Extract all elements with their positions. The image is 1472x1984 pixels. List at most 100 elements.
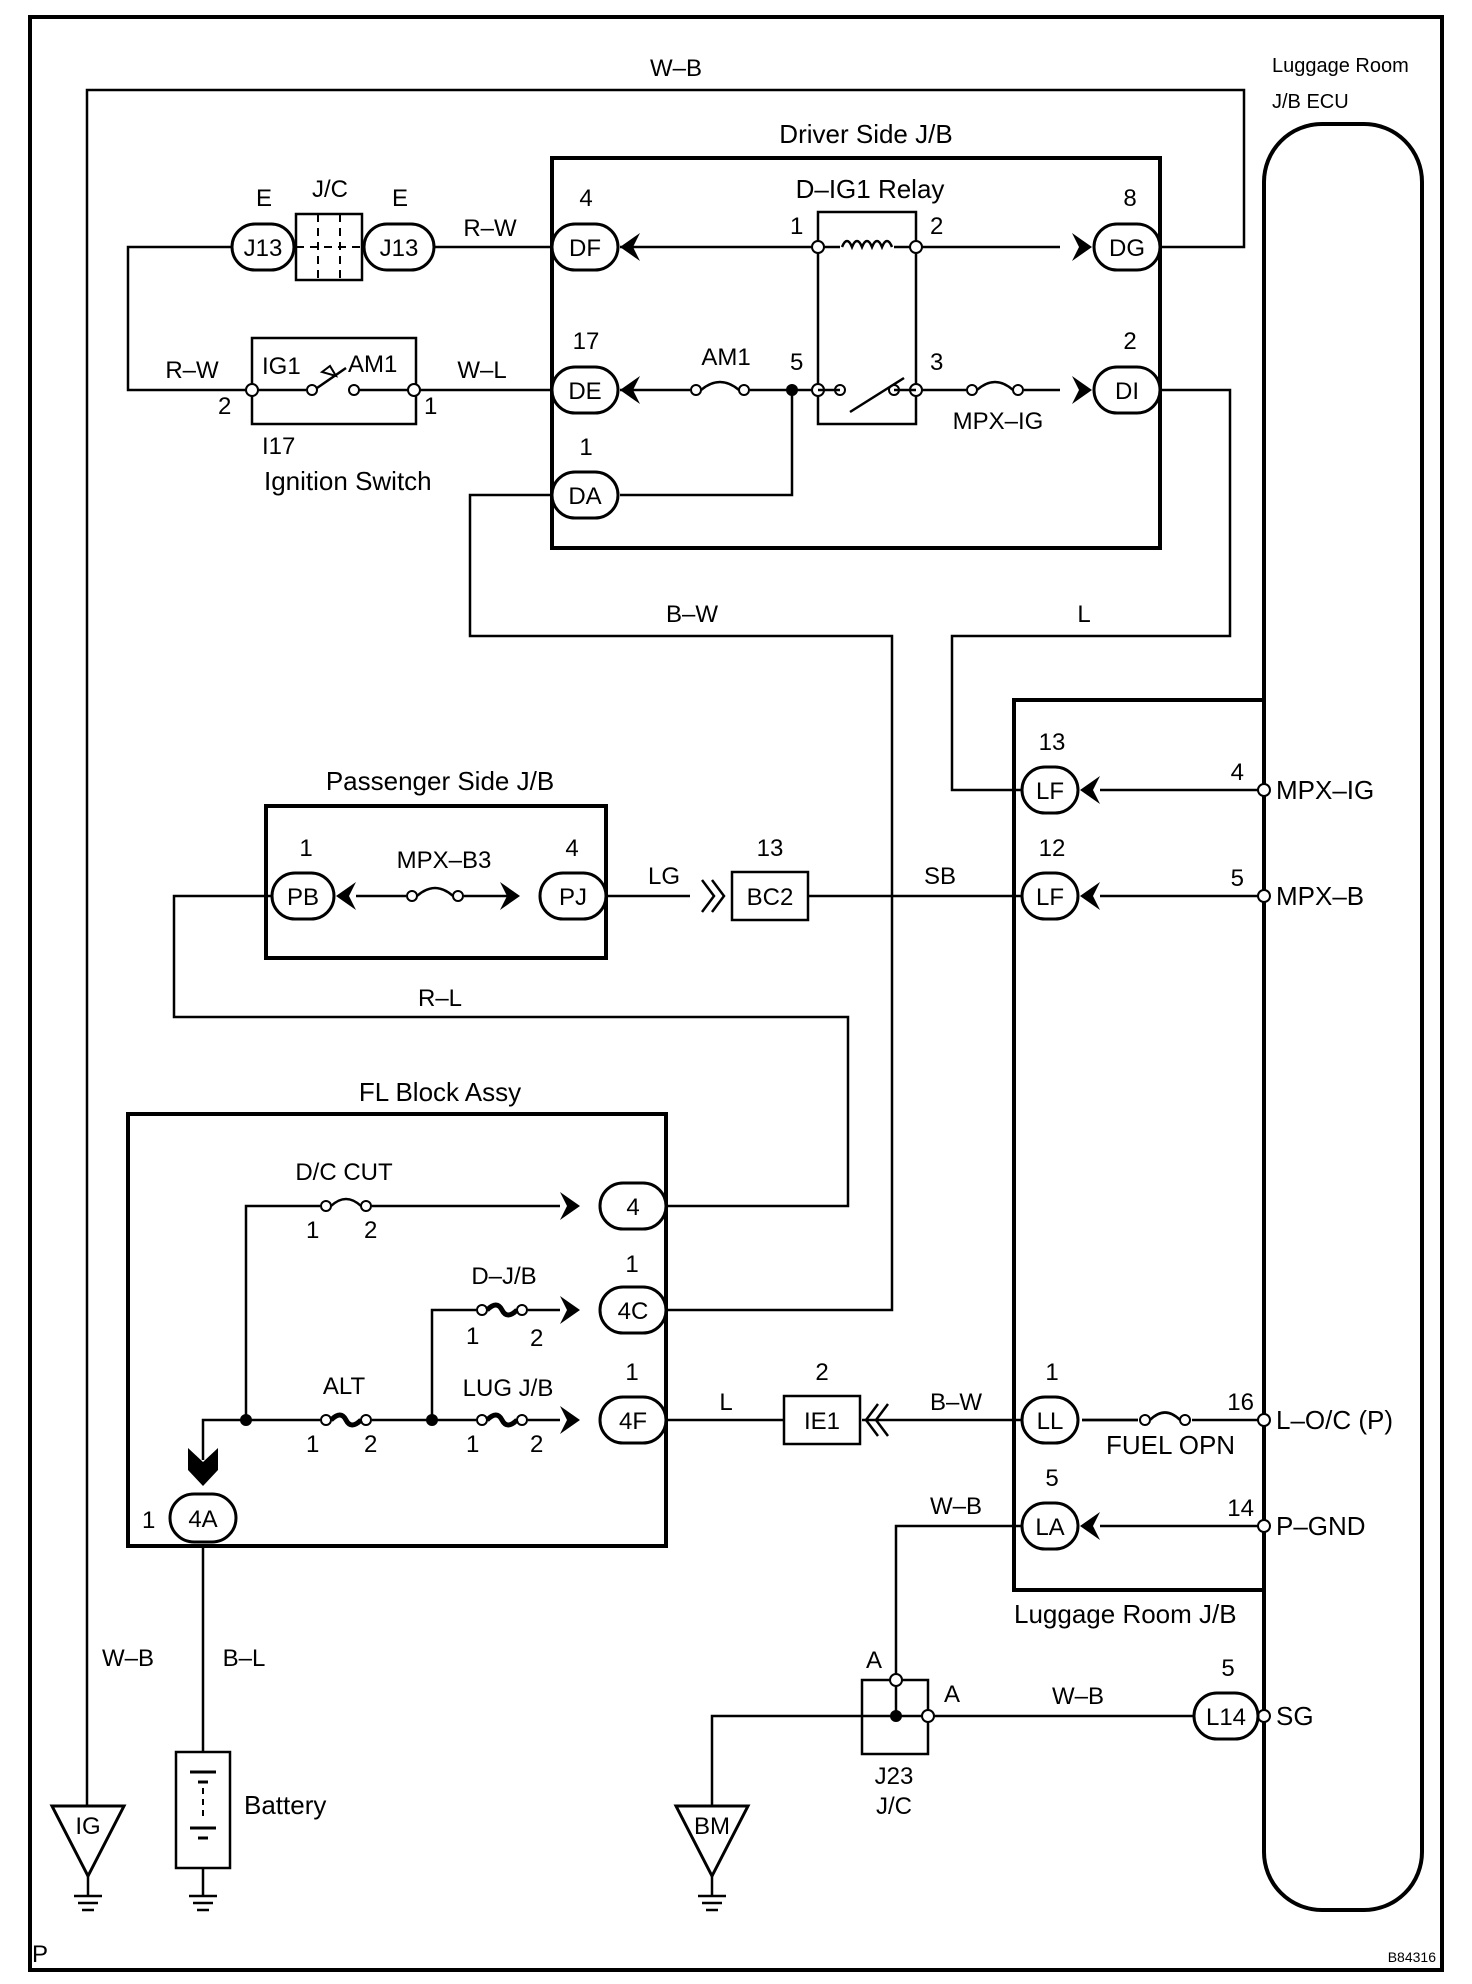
ecu-term-mpxig: MPX–IG — [1276, 775, 1374, 805]
fuse-lug-jb-pin1: 1 — [466, 1431, 479, 1458]
pj-pin: 4 — [565, 835, 578, 862]
am1-switch-label: AM1 — [348, 351, 397, 378]
ecu-pin-16: 16 — [1227, 1389, 1254, 1416]
fuse-alt-pin2: 2 — [364, 1431, 377, 1458]
luggage-jb-title: Luggage Room J/B — [1014, 1599, 1237, 1629]
wire-bw-da — [468, 493, 894, 1312]
fuse-dc-cut — [320, 1197, 372, 1212]
la-label: LA — [1035, 1514, 1064, 1541]
ecu-terminal-loc — [1257, 1413, 1271, 1427]
wire-bm — [710, 1714, 862, 1824]
j13-left-pin: E — [256, 185, 272, 212]
ecu-terminal-mpxig — [1257, 783, 1271, 797]
bc2-pin: 13 — [757, 835, 784, 862]
fuse-lug-jb-pin2: 2 — [530, 1431, 543, 1458]
wire-djb-feed — [430, 1308, 476, 1420]
wire-l-di — [950, 388, 1232, 792]
connector-j13-right — [362, 222, 436, 272]
battery-label: Battery — [244, 1790, 326, 1820]
ecu-title-2: J/B ECU — [1272, 91, 1349, 113]
chevron-icon — [1080, 1512, 1100, 1540]
da-pin: 1 — [579, 434, 592, 461]
wire-label-bw1: B–W — [666, 601, 718, 628]
ignition-terminal-1 — [407, 383, 421, 397]
connector-ll — [1020, 1395, 1080, 1445]
ie1-pin: 2 — [815, 1359, 828, 1386]
wire-am1-da — [620, 390, 794, 497]
wire-wb-top — [85, 88, 1246, 1838]
j23-code: J23 — [875, 1763, 914, 1790]
connector-pb — [270, 871, 336, 921]
j23-pin-a1: A — [866, 1647, 882, 1674]
connector-de — [550, 365, 620, 415]
connector-bc2 — [730, 870, 810, 922]
lf-top-pin: 13 — [1039, 729, 1066, 756]
ll-label: LL — [1037, 1408, 1064, 1435]
relay-pin-5: 5 — [790, 349, 803, 376]
fuse-alt-pin1: 1 — [306, 1431, 319, 1458]
fuse-mpx-ig — [966, 380, 1024, 396]
fuse-djb-label: D–J/B — [471, 1263, 536, 1290]
pb-label: PB — [287, 884, 319, 911]
connector-4a — [168, 1492, 238, 1544]
ig1-label: IG1 — [262, 353, 301, 380]
connector-4f — [598, 1395, 668, 1445]
conn-4c-pin: 1 — [625, 1251, 638, 1278]
ground-ig-label: IG — [75, 1813, 100, 1840]
ecu-terminal-mpxb — [1257, 889, 1271, 903]
luggage-jb-box — [1012, 698, 1266, 1592]
wire-label-wb-top: W–B — [650, 55, 702, 82]
double-chevron-icon — [864, 1403, 889, 1437]
di-label: DI — [1115, 378, 1139, 405]
fuse-dc-cut-label: D/C CUT — [295, 1159, 393, 1186]
conn-4f-label: 4F — [619, 1408, 647, 1435]
di-pin: 2 — [1123, 328, 1136, 355]
fuse-mpx-ig-label: MPX–IG — [953, 408, 1044, 435]
relay-terminal-1 — [811, 240, 825, 254]
chevron-icon — [336, 882, 356, 910]
connector-4 — [598, 1181, 668, 1231]
conn-4a-pin: 1 — [142, 1507, 155, 1534]
fuse-am1 — [690, 380, 750, 396]
chevron-icon — [1072, 376, 1092, 404]
dg-pin: 8 — [1123, 185, 1136, 212]
wire-label-wb2: W–B — [930, 1493, 982, 1520]
wire-label-rw1: R–W — [463, 215, 517, 242]
j23-terminal-a — [889, 1673, 903, 1687]
jc-top-label: J/C — [312, 176, 348, 203]
j13-right-pin: E — [392, 185, 408, 212]
splice-dot — [426, 1414, 438, 1426]
l14-label: L14 — [1206, 1704, 1246, 1731]
wire-label-bl: B–L — [223, 1645, 266, 1672]
ecu-title-1: Luggage Room — [1272, 55, 1409, 77]
ground-ig — [49, 1804, 127, 1912]
de-label: DE — [568, 378, 601, 405]
wire-label-sb: SB — [924, 863, 956, 890]
relay-box — [816, 210, 918, 426]
wire-label-rw2: R–W — [165, 357, 219, 384]
connector-j13-left — [230, 222, 296, 272]
ie1-label: IE1 — [804, 1408, 840, 1435]
ecu-terminal-pgnd — [1257, 1519, 1271, 1533]
connector-la — [1020, 1501, 1080, 1551]
fuse-mpx-b3-label: MPX–B3 — [397, 847, 492, 874]
fuse-alt — [320, 1412, 372, 1428]
fuse-fuel-opn — [1082, 1410, 1192, 1430]
ground-bm — [673, 1804, 751, 1912]
passenger-jb-box — [264, 804, 608, 960]
de-pin: 17 — [573, 328, 600, 355]
wire-label-wb-left: W–B — [102, 1645, 154, 1672]
chevron-down-icon — [188, 1448, 218, 1486]
fuse-lug-jb — [476, 1412, 528, 1428]
battery-icon — [174, 1750, 232, 1912]
fuse-djb-pin1: 1 — [466, 1323, 479, 1350]
relay-pin-3: 3 — [930, 349, 943, 376]
chevron-icon — [1080, 776, 1100, 804]
chevron-icon — [560, 1406, 580, 1434]
ecu-term-mpxb: MPX–B — [1276, 881, 1364, 911]
ignition-pin-2: 2 — [218, 393, 231, 420]
chevron-icon — [560, 1296, 580, 1324]
connector-df — [550, 222, 620, 272]
ll-pin: 1 — [1045, 1359, 1058, 1386]
j23-label: J/C — [876, 1793, 912, 1820]
